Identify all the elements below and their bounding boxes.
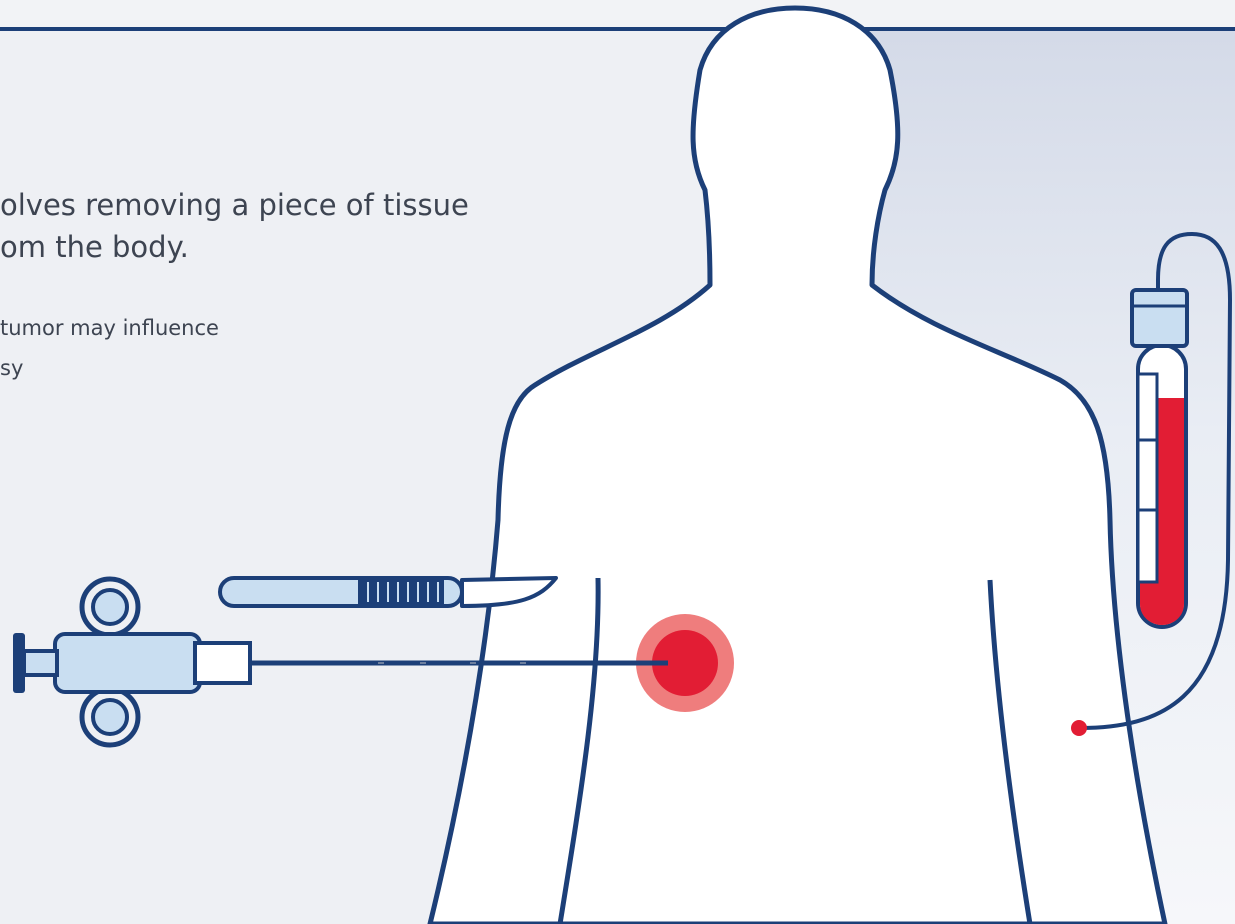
scalpel-icon	[220, 578, 556, 606]
human-silhouette-icon	[430, 8, 1165, 924]
